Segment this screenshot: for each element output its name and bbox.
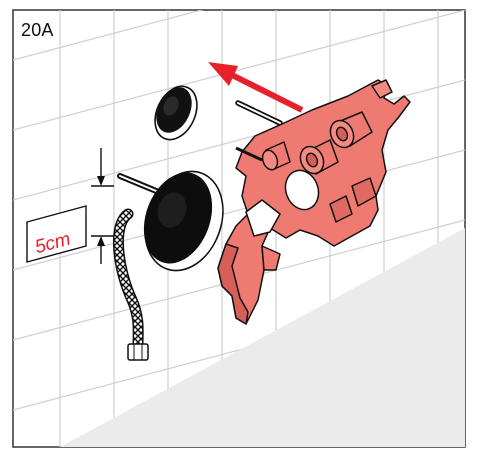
hose-nut: [128, 344, 148, 360]
step-number: 20A: [21, 20, 54, 41]
